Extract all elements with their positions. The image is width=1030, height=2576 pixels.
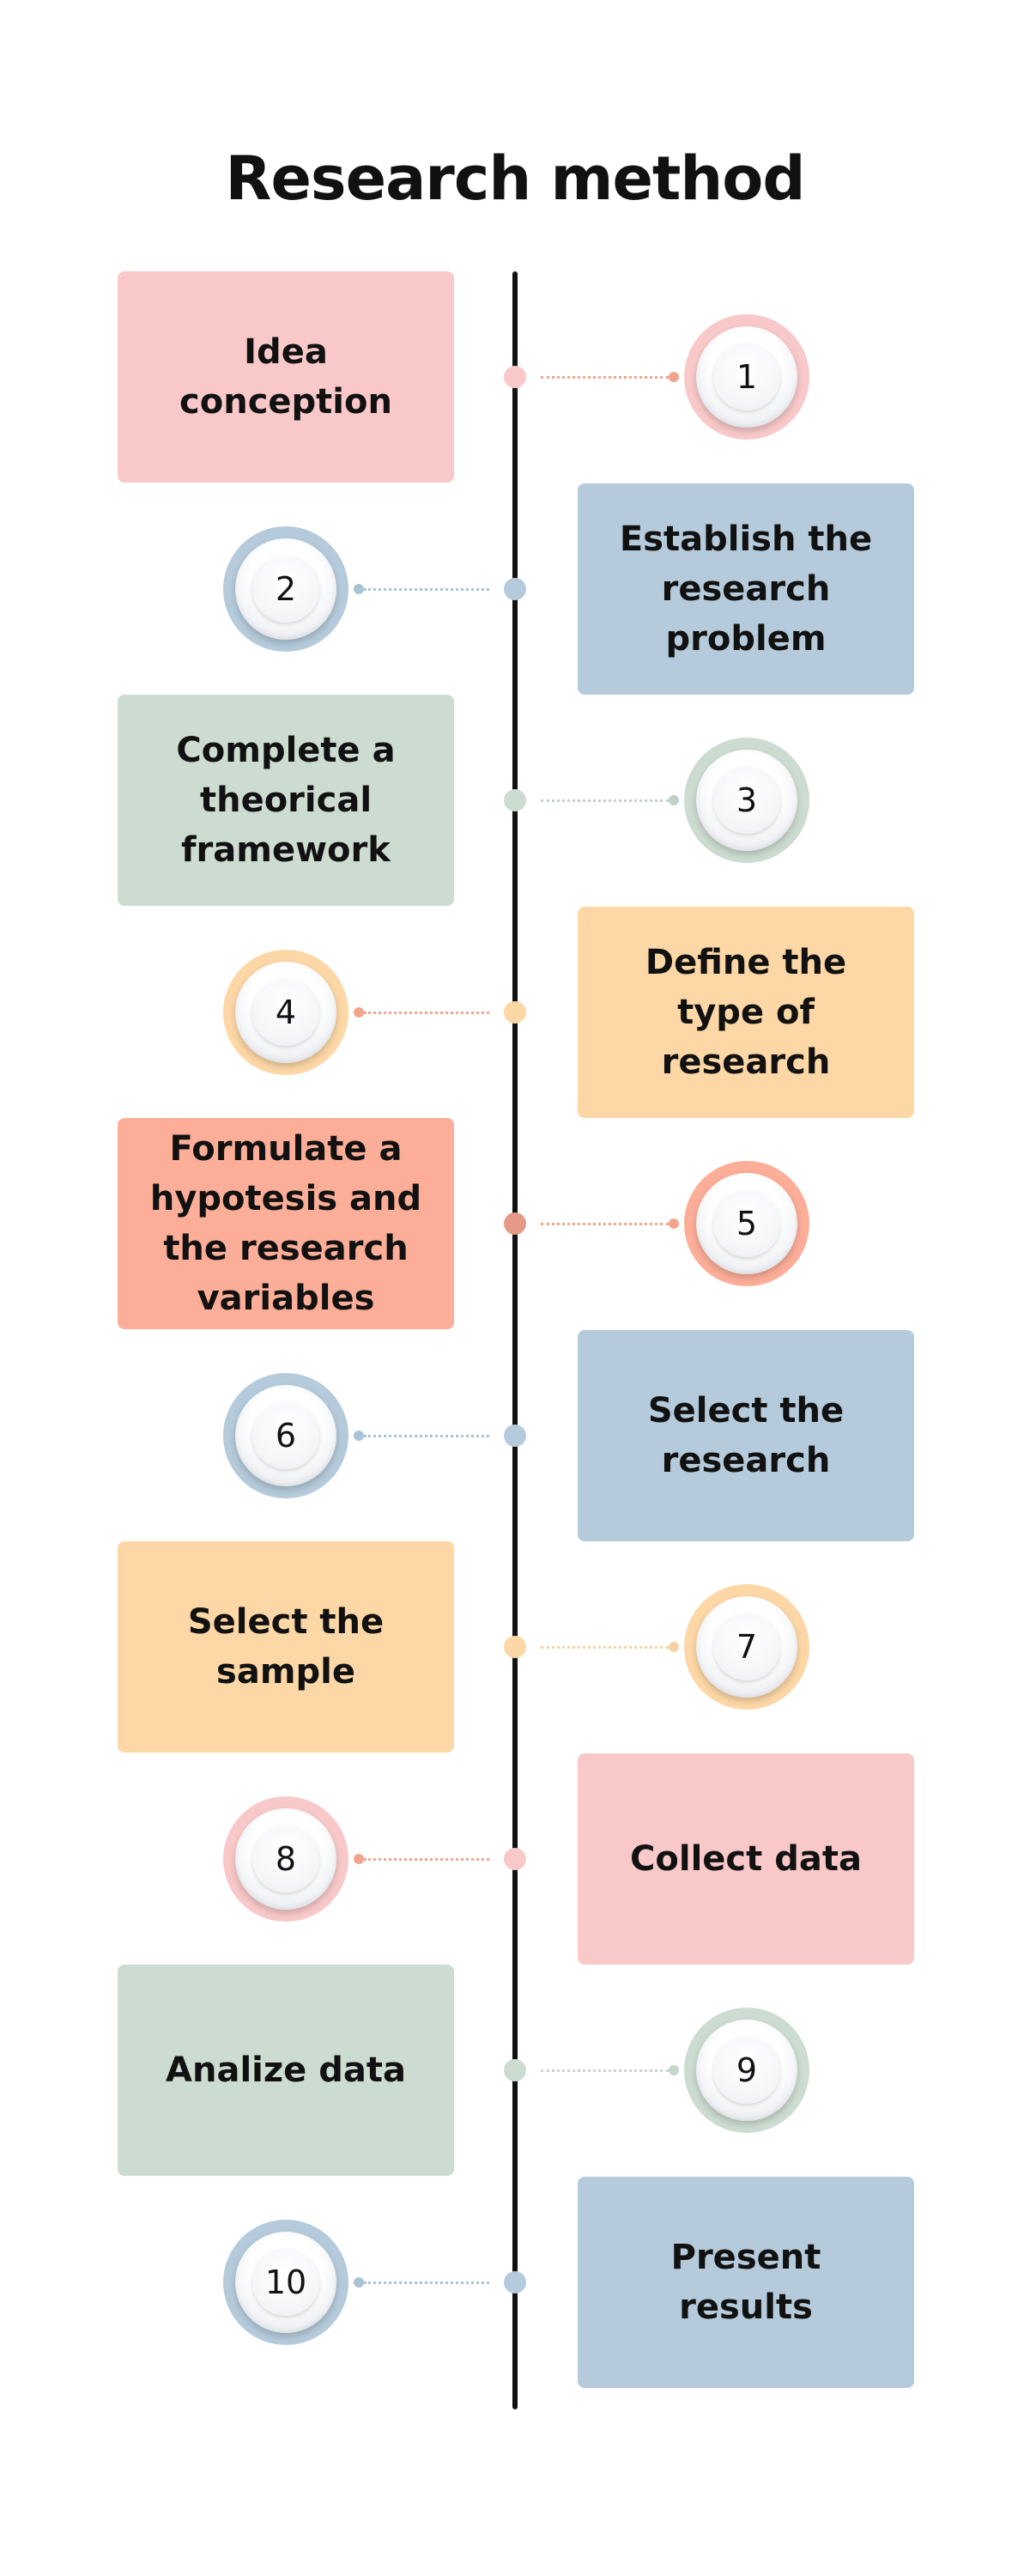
step-box-3: Complete a theorical framework xyxy=(118,695,454,906)
badge-disc: 6 xyxy=(235,1384,336,1486)
badge-disc: 1 xyxy=(696,326,797,428)
dotted-connector-4 xyxy=(364,1011,489,1014)
connector-end-dot-6 xyxy=(354,1430,364,1441)
timeline-dot-1 xyxy=(504,366,526,388)
step-number: 1 xyxy=(713,343,780,410)
step-number-badge-10: 10 xyxy=(223,2219,348,2345)
dotted-connector-8 xyxy=(364,1857,489,1861)
step-number-badge-7: 7 xyxy=(684,1584,809,1710)
step-number-badge-6: 6 xyxy=(223,1372,348,1498)
step-number: 4 xyxy=(252,978,319,1046)
step-box-4: Define the type of research xyxy=(578,906,914,1118)
badge-disc: 9 xyxy=(696,2020,797,2121)
step-number: 2 xyxy=(252,555,319,623)
connector-end-dot-5 xyxy=(669,1218,679,1229)
page-title: Research method xyxy=(225,143,806,214)
step-number: 3 xyxy=(713,767,780,834)
step-number: 10 xyxy=(252,2248,319,2316)
step-label: Complete a theorical framework xyxy=(176,731,396,870)
timeline-dot-9 xyxy=(504,2059,526,2081)
badge-disc: 7 xyxy=(696,1596,797,1698)
connector-end-dot-3 xyxy=(669,795,679,805)
dotted-connector-6 xyxy=(364,1434,489,1437)
step-number-badge-5: 5 xyxy=(684,1161,809,1286)
timeline-dot-4 xyxy=(504,1000,526,1024)
badge-disc: 2 xyxy=(235,538,336,640)
step-box-2: Establish the research problem xyxy=(578,483,914,695)
step-number-badge-1: 1 xyxy=(684,314,809,440)
connector-end-dot-2 xyxy=(354,583,364,594)
step-label: Collect data xyxy=(630,1838,862,1879)
step-label: Define the type of research xyxy=(645,942,847,1082)
step-label: Select the research xyxy=(647,1390,845,1480)
step-label: Select the sample xyxy=(187,1602,385,1692)
dotted-connector-1 xyxy=(541,376,669,379)
badge-disc: 4 xyxy=(235,961,336,1063)
step-number-badge-3: 3 xyxy=(684,738,809,863)
timeline-axis xyxy=(512,271,518,2409)
step-box-1: Idea conception xyxy=(118,271,454,483)
connector-end-dot-10 xyxy=(354,2276,364,2287)
connector-end-dot-1 xyxy=(669,372,679,382)
dotted-connector-5 xyxy=(541,1223,669,1225)
step-number-badge-8: 8 xyxy=(223,1795,348,1922)
badge-disc: 3 xyxy=(696,750,797,851)
timeline-dot-8 xyxy=(504,1847,526,1870)
step-label: Establish the research problem xyxy=(619,519,873,659)
timeline-dot-2 xyxy=(504,577,526,600)
timeline-dot-6 xyxy=(504,1424,526,1447)
dotted-connector-9 xyxy=(541,2069,669,2072)
step-number: 6 xyxy=(252,1401,319,1469)
step-label: Analize data xyxy=(166,2050,406,2090)
step-box-6: Select the research xyxy=(578,1329,914,1541)
connector-end-dot-4 xyxy=(354,1006,364,1018)
dotted-connector-7 xyxy=(541,1646,669,1649)
step-label: Formulate a hypotesis and the research v… xyxy=(149,1129,422,1318)
step-number: 5 xyxy=(713,1190,780,1257)
badge-disc: 5 xyxy=(696,1173,797,1274)
connector-end-dot-9 xyxy=(669,2065,679,2075)
connector-end-dot-8 xyxy=(354,1853,364,1864)
step-box-7: Select the sample xyxy=(118,1541,454,1753)
step-number-badge-4: 4 xyxy=(223,949,348,1075)
dotted-connector-3 xyxy=(541,799,669,802)
step-number: 7 xyxy=(713,1613,780,1680)
timeline-dot-10 xyxy=(504,2270,526,2293)
step-number: 9 xyxy=(713,2037,780,2104)
step-label: Idea conception xyxy=(179,332,392,422)
step-number-badge-2: 2 xyxy=(223,526,348,652)
timeline-dot-3 xyxy=(504,789,526,811)
step-number-badge-9: 9 xyxy=(684,2008,809,2133)
badge-disc: 8 xyxy=(235,1807,336,1910)
step-box-8: Collect data xyxy=(578,1753,914,1965)
timeline-dot-5 xyxy=(504,1212,526,1235)
step-box-9: Analize data xyxy=(118,1965,454,2176)
step-number: 8 xyxy=(252,1825,319,1893)
connector-end-dot-7 xyxy=(669,1642,679,1652)
step-label: Present results xyxy=(670,2237,821,2327)
dotted-connector-2 xyxy=(364,587,489,591)
step-box-10: Present results xyxy=(578,2176,914,2388)
dotted-connector-10 xyxy=(364,2281,489,2284)
badge-disc: 10 xyxy=(235,2231,336,2333)
timeline-dot-7 xyxy=(504,1636,526,1658)
step-box-5: Formulate a hypotesis and the research v… xyxy=(118,1118,454,1329)
